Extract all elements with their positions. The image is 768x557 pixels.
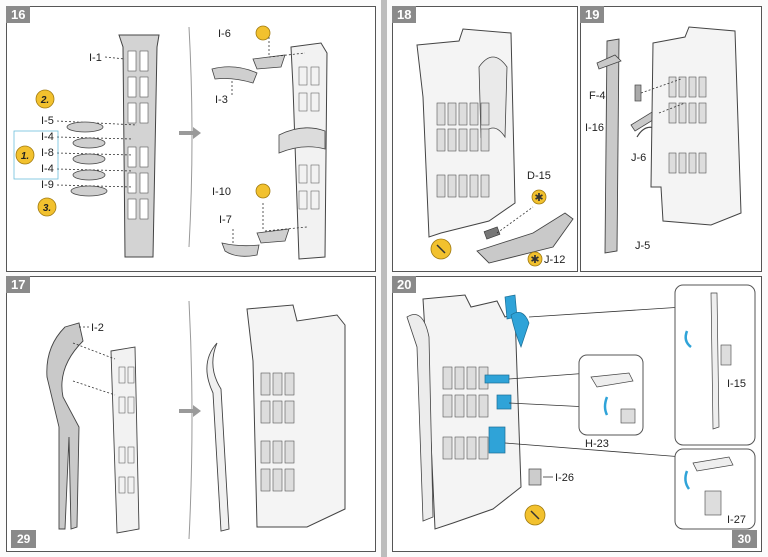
bracket-box: [13, 130, 59, 180]
label-i8: I-8: [41, 147, 54, 159]
step-16-diagram: I-1 I-5 I-4 I-8 I-4 I-9 2. 1. 3.: [13, 25, 328, 260]
inset-i15: [674, 284, 756, 446]
label-i10: I-10: [212, 186, 231, 198]
label-i5: I-5: [41, 115, 54, 127]
assembled-frame-19: [650, 26, 742, 226]
sub-divider: [188, 300, 193, 540]
label-j5: J-5: [635, 240, 650, 252]
label-i2: I-2: [91, 322, 104, 334]
progress-arrow: [179, 405, 201, 417]
sub-divider: [188, 26, 193, 248]
label-i6: I-6: [218, 28, 231, 40]
assembled-frame-16: [278, 42, 328, 260]
part-i10-shape: [256, 228, 290, 244]
part-i26-shape: [528, 468, 542, 486]
cement-dot-bottom: [255, 183, 271, 199]
part-f4-shape: [634, 84, 642, 102]
page-number-left: 29: [11, 530, 37, 548]
label-i1: I-1: [89, 52, 102, 64]
svg-text:✱: ✱: [530, 254, 539, 266]
book-gutter: [381, 0, 387, 557]
assembled-frame-17: [206, 304, 346, 532]
step-number: 20: [392, 276, 417, 293]
frame-17-left: [110, 346, 140, 534]
progress-arrow: [179, 127, 201, 139]
inset-h23: [578, 354, 644, 436]
svg-text:2.: 2.: [40, 95, 49, 106]
cement-dot-20: [524, 504, 546, 526]
part-i1-frame: [118, 34, 160, 258]
step-17-diagram: I-2: [46, 300, 346, 540]
page-number-right: 30: [731, 530, 757, 548]
order-badge-2: 2.: [35, 89, 55, 109]
step-20-panel: 20: [392, 276, 762, 552]
label-i3: I-3: [215, 94, 228, 106]
label-i4a: I-4: [41, 131, 54, 143]
order-badge-1: 1.: [15, 145, 35, 165]
step-number: 19: [580, 6, 605, 23]
label-i27: I-27: [727, 514, 746, 526]
part-j5-rail: [596, 38, 622, 254]
step-20-diagram: H-23 I-15 I-27 I-26: [406, 284, 756, 530]
part-j12-shape: [476, 212, 574, 264]
svg-text:1.: 1.: [21, 151, 29, 162]
label-i15: I-15: [727, 378, 746, 390]
cement-dot-18: [430, 238, 452, 260]
label-h23: H-23: [585, 438, 609, 450]
step-number: 16: [6, 6, 31, 23]
label-j12: J-12: [544, 254, 565, 266]
step-number: 17: [6, 276, 31, 293]
label-j6: J-6: [631, 152, 646, 164]
label-i7: I-7: [219, 214, 232, 226]
part-i2-shape: [46, 322, 84, 530]
svg-text:✱: ✱: [534, 192, 543, 204]
order-badge-3: 3.: [37, 197, 57, 217]
label-d15: D-15: [527, 170, 551, 182]
part-i6-shape: [252, 54, 286, 70]
part-i3-shape: [211, 66, 258, 84]
cement-dot-top: [255, 25, 271, 41]
step-18-diagram: ✱ ✱ D-15 J-12: [416, 28, 574, 267]
label-i26: I-26: [555, 472, 574, 484]
part-d15-shape: [483, 226, 501, 240]
step-17-panel: 17 I-2: [6, 276, 376, 552]
part-i7-shape: [221, 242, 260, 257]
small-parts: [66, 121, 108, 197]
inset-i27: [674, 448, 756, 530]
step-19-diagram: F-4 I-16 J-6 J-5: [585, 26, 742, 254]
step-18-panel: 18 ✱ ✱ D-15 J-12: [392, 6, 578, 272]
assembled-frame-20: [406, 294, 522, 530]
asterisk-mark-d15: ✱: [531, 189, 547, 205]
svg-text:3.: 3.: [43, 203, 51, 214]
label-i4b: I-4: [41, 163, 54, 175]
label-f4: F-4: [589, 90, 606, 102]
label-i16: I-16: [585, 122, 604, 134]
step-16-panel: 16: [6, 6, 376, 272]
highlighted-parts: [484, 294, 530, 454]
label-i9: I-9: [41, 179, 54, 191]
step-19-panel: 19 F-4 I-16 J-6 J-5: [580, 6, 762, 272]
asterisk-mark-j12: ✱: [527, 251, 543, 267]
step-number: 18: [392, 6, 417, 23]
assembled-frame-18: [416, 28, 516, 238]
